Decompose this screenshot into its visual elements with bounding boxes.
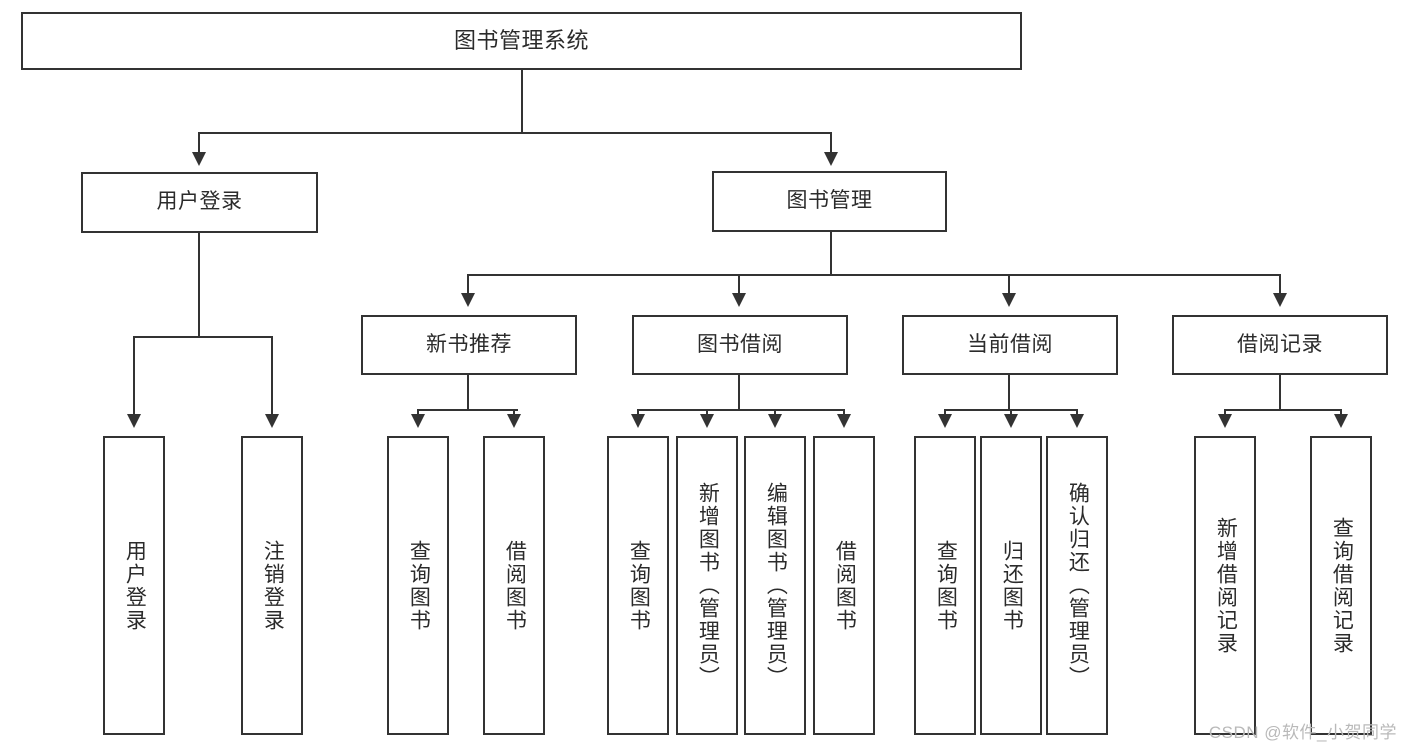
edge-book-borrow-stem	[738, 375, 740, 410]
leaf-edit-book-admin: 编辑图书（管理员）	[744, 436, 806, 735]
edge-borrow-record-stem	[1279, 375, 1281, 410]
node-new-book-rec: 新书推荐	[361, 315, 577, 375]
edge-drop-leaf-logout	[271, 336, 273, 417]
edge-borrow-record-bus	[1224, 409, 1341, 411]
node-root-system: 图书管理系统	[21, 12, 1022, 70]
node-book-borrow: 图书借阅	[632, 315, 848, 375]
node-borrow-record: 借阅记录	[1172, 315, 1388, 375]
leaf-add-book-admin: 新增图书（管理员）	[676, 436, 738, 735]
arrow-to-query-book-1	[411, 414, 425, 428]
edge-drop-new-book-rec	[467, 274, 469, 296]
leaf-borrow-book-1: 借阅图书	[483, 436, 545, 735]
edge-user-login-stem	[198, 233, 200, 337]
edge-drop-query-book-1	[417, 409, 419, 417]
arrow-to-confirm-return-admin	[1070, 414, 1084, 428]
arrow-to-add-borrow-record	[1218, 414, 1232, 428]
edge-root-stem	[521, 70, 523, 133]
edge-drop-return-book	[1010, 409, 1012, 417]
edge-drop-book-manage	[830, 132, 832, 154]
arrow-to-borrow-book-2	[837, 414, 851, 428]
edge-drop-add-borrow-record	[1224, 409, 1226, 417]
csdn-watermark: CSDN @软件_小贺同学	[1208, 723, 1397, 742]
leaf-query-book-3: 查询图书	[914, 436, 976, 735]
edge-drop-leaf-user-login	[133, 336, 135, 417]
arrow-to-book-manage	[824, 152, 838, 166]
edge-book-manage-stem	[830, 232, 832, 275]
node-current-borrow: 当前借阅	[902, 315, 1118, 375]
node-book-manage: 图书管理	[712, 171, 947, 232]
arrow-to-return-book	[1004, 414, 1018, 428]
edge-book-manage-bus	[467, 274, 1279, 276]
edge-drop-query-borrow-record	[1340, 409, 1342, 417]
arrow-to-query-book-3	[938, 414, 952, 428]
leaf-borrow-book-2: 借阅图书	[813, 436, 875, 735]
edge-drop-add-book-admin	[706, 409, 708, 417]
edge-drop-query-book-2	[637, 409, 639, 417]
edge-drop-borrow-book-2	[843, 409, 845, 417]
arrow-to-edit-book-admin	[768, 414, 782, 428]
leaf-return-book: 归还图书	[980, 436, 1042, 735]
arrow-to-new-book-rec	[461, 293, 475, 307]
edge-drop-borrow-book-1	[513, 409, 515, 417]
leaf-query-book-1: 查询图书	[387, 436, 449, 735]
edge-drop-edit-book-admin	[774, 409, 776, 417]
leaf-logout-login: 注销登录	[241, 436, 303, 735]
leaf-query-book-2: 查询图书	[607, 436, 669, 735]
arrow-to-query-book-2	[631, 414, 645, 428]
leaf-confirm-return-admin: 确认归还（管理员）	[1046, 436, 1108, 735]
arrow-to-leaf-logout	[265, 414, 279, 428]
edge-new-book-rec-bus	[417, 409, 518, 411]
leaf-user-login: 用户登录	[103, 436, 165, 735]
edge-drop-borrow-record	[1279, 274, 1281, 296]
edge-drop-confirm-return-admin	[1076, 409, 1078, 417]
arrow-to-add-book-admin	[700, 414, 714, 428]
arrow-to-borrow-record	[1273, 293, 1287, 307]
edge-book-borrow-bus	[637, 409, 844, 411]
edge-current-borrow-stem	[1008, 375, 1010, 410]
arrow-to-borrow-book-1	[507, 414, 521, 428]
edge-drop-current-borrow	[1008, 274, 1010, 296]
arrow-to-leaf-user-login	[127, 414, 141, 428]
arrow-to-book-borrow	[732, 293, 746, 307]
edge-new-book-rec-stem	[467, 375, 469, 410]
leaf-query-borrow-record: 查询借阅记录	[1310, 436, 1372, 735]
edge-drop-user-login	[198, 132, 200, 154]
leaf-add-borrow-record: 新增借阅记录	[1194, 436, 1256, 735]
edge-user-login-bus	[133, 336, 273, 338]
edge-drop-book-borrow	[738, 274, 740, 296]
arrow-to-user-login	[192, 152, 206, 166]
node-user-login: 用户登录	[81, 172, 318, 233]
arrow-to-current-borrow	[1002, 293, 1016, 307]
edge-root-bus	[198, 132, 832, 134]
edge-drop-query-book-3	[944, 409, 946, 417]
arrow-to-query-borrow-record	[1334, 414, 1348, 428]
